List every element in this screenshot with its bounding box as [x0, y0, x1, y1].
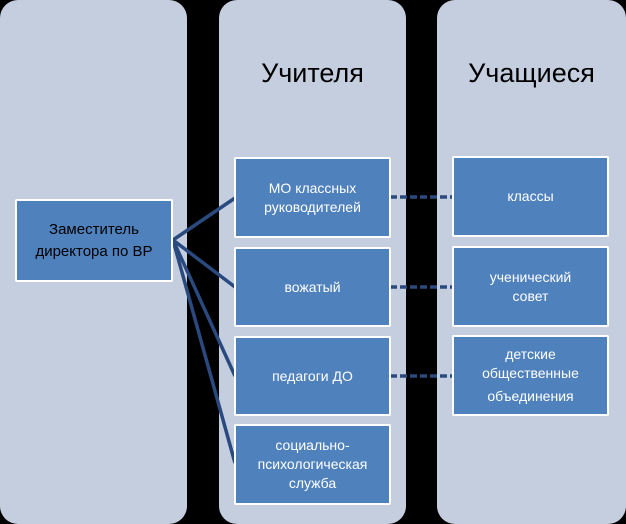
student-box-obedinenia-line-3: объединения	[487, 387, 574, 404]
student-box-sovet-line-2: совет	[512, 287, 549, 304]
connector-main-to-pedagogi	[171, 239, 237, 377]
connector-main-to-sps	[171, 239, 237, 464]
teacher-box-mo-line-1: МО классных	[268, 179, 357, 196]
student-box-sovet-line-1: ученический	[489, 268, 572, 285]
student-box-klassy: классы	[452, 156, 609, 237]
connector-main-to-vozhatyi	[171, 238, 237, 289]
student-box-sovet: ученический совет	[452, 246, 609, 327]
students-column-title: Учащиеся	[468, 58, 595, 88]
student-box-obedinenia-line-1: детские	[505, 346, 556, 363]
deputy-director-line-1: Заместитель	[49, 220, 139, 238]
teacher-box-sps-line-1: социально-	[275, 437, 350, 454]
deputy-director-line-2: директора по ВР	[35, 242, 153, 260]
teacher-box-pedagogi-label: педагоги ДО	[272, 367, 353, 384]
student-box-obedinenia: детские общественные объединения	[452, 335, 609, 416]
teacher-box-sps-line-3: служба	[288, 474, 337, 491]
teachers-column-title: Учителя	[261, 58, 364, 88]
connector-main-to-mo	[172, 196, 236, 242]
teacher-box-mo-line-2: руководителей	[264, 198, 361, 215]
teacher-box-vozhatyi: вожатый	[234, 247, 391, 327]
teacher-box-mo: МО классных руководителей	[234, 157, 391, 238]
student-box-obedinenia-line-2: общественные	[482, 365, 579, 382]
teacher-box-sps: социально- психологическая служба	[234, 424, 391, 505]
teacher-box-pedagogi: педагоги ДО	[234, 336, 391, 416]
deputy-director-box: Заместитель директора по ВР	[15, 199, 173, 282]
teacher-box-vozhatyi-label: вожатый	[284, 278, 341, 295]
teacher-box-sps-line-2: психологическая	[257, 456, 368, 473]
student-box-klassy-label: классы	[507, 188, 554, 205]
